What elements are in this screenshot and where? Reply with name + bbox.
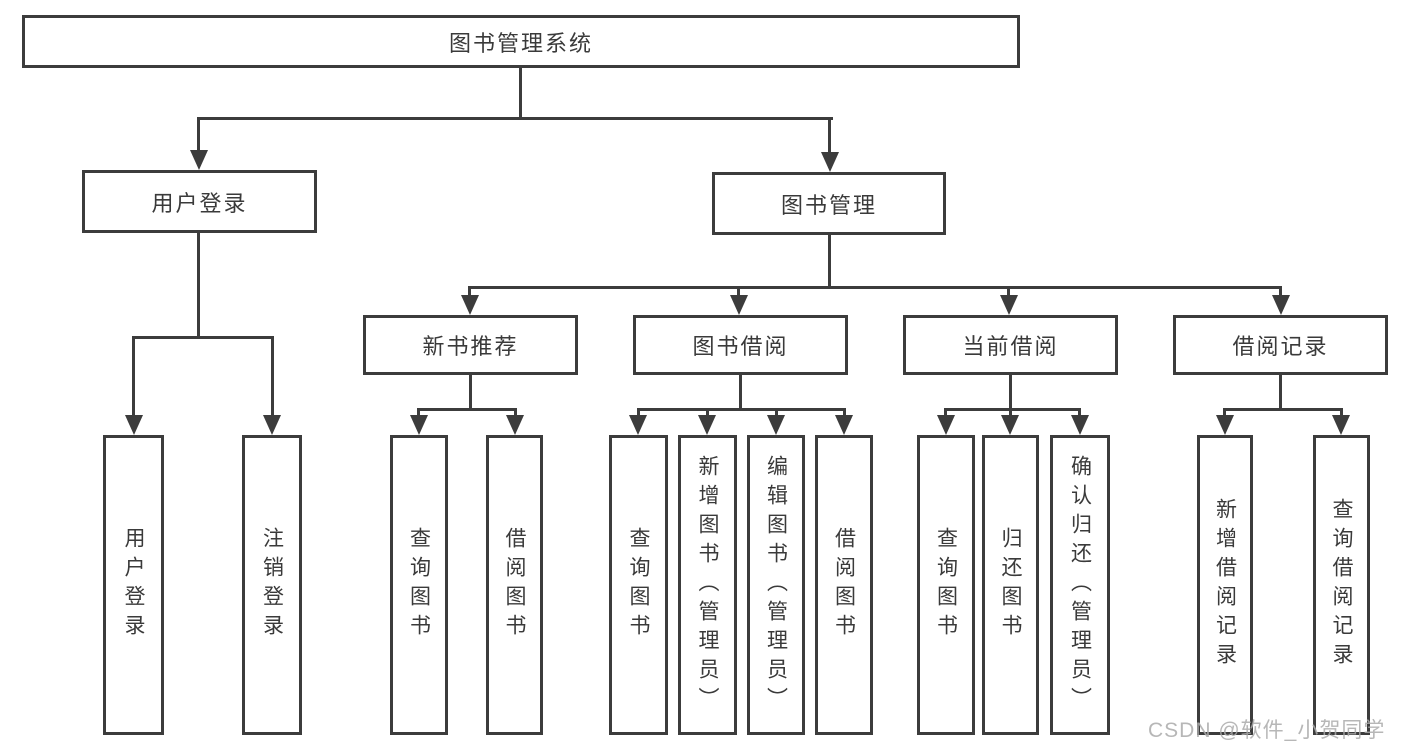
leaf-user-login: 用户登录 [103, 435, 164, 735]
arrow-down-icon [410, 415, 428, 435]
arrow-down-icon [698, 415, 716, 435]
node-root: 图书管理系统 [22, 15, 1020, 68]
node-new-books: 新书推荐 [363, 315, 578, 375]
leaf-borrow-edit: 编辑图书（管理员） [747, 435, 805, 735]
arrow-down-icon [506, 415, 524, 435]
leaf-newbooks-query-label: 查询图书 [407, 527, 431, 643]
arrow-down-icon [1071, 415, 1089, 435]
arrow-down-icon [190, 150, 208, 170]
node-book-mgmt: 图书管理 [712, 172, 946, 235]
arrow-down-icon [821, 152, 839, 172]
leaf-current-return: 归还图书 [982, 435, 1039, 735]
leaf-logout-label: 注销登录 [260, 527, 284, 643]
arrow-down-icon [263, 415, 281, 435]
connector-line [637, 408, 846, 411]
connector-line [132, 336, 274, 339]
connector-line [775, 408, 778, 418]
connector-line [1223, 408, 1343, 411]
connector-line [706, 408, 709, 418]
leaf-records-query: 查询借阅记录 [1313, 435, 1370, 735]
connector-line [739, 375, 742, 411]
connector-line [737, 286, 740, 298]
node-root-label: 图书管理系统 [448, 30, 593, 56]
leaf-current-return-label: 归还图书 [999, 527, 1022, 643]
connector-line [1279, 375, 1282, 411]
connector-line [1078, 408, 1081, 418]
arrow-down-icon [730, 295, 748, 315]
node-user-login-label: 用户登录 [151, 190, 248, 216]
leaf-borrow-query-label: 查询图书 [627, 527, 650, 643]
leaf-current-query-label: 查询图书 [934, 527, 958, 643]
leaf-borrow-add: 新增图书（管理员） [678, 435, 737, 735]
leaf-borrow-add-label: 新增图书（管理员） [696, 454, 719, 716]
connector-line [944, 408, 1081, 411]
node-current-borrow: 当前借阅 [903, 315, 1118, 375]
connector-line [417, 408, 420, 418]
node-book-borrow-label: 图书借阅 [692, 334, 789, 359]
connector-line [468, 286, 471, 298]
leaf-current-confirm: 确认归还（管理员） [1050, 435, 1110, 735]
connector-line [1279, 286, 1282, 298]
leaf-logout: 注销登录 [242, 435, 302, 735]
leaf-borrow-query: 查询图书 [609, 435, 668, 735]
leaf-newbooks-borrow-label: 借阅图书 [503, 527, 526, 643]
connector-line [132, 336, 135, 418]
connector-line [828, 235, 831, 289]
leaf-current-confirm-label: 确认归还（管理员） [1068, 454, 1092, 716]
leaf-borrow-edit-label: 编辑图书（管理员） [764, 454, 788, 716]
connector-line [1009, 375, 1012, 411]
arrow-down-icon [629, 415, 647, 435]
arrow-down-icon [461, 295, 479, 315]
leaf-borrow-borrow: 借阅图书 [815, 435, 873, 735]
node-borrow-records: 借阅记录 [1173, 315, 1388, 375]
arrow-down-icon [1000, 295, 1018, 315]
connector-line [468, 286, 1282, 289]
connector-line [469, 375, 472, 411]
leaf-records-add-label: 新增借阅记录 [1213, 498, 1237, 672]
connector-line [637, 408, 640, 418]
connector-line [843, 408, 846, 418]
leaf-current-query: 查询图书 [917, 435, 975, 735]
node-borrow-records-label: 借阅记录 [1232, 334, 1329, 359]
arrow-down-icon [1216, 415, 1234, 435]
arrow-down-icon [835, 415, 853, 435]
connector-line [417, 408, 517, 411]
arrow-down-icon [1001, 415, 1019, 435]
connector-line [944, 408, 947, 418]
connector-line [1007, 286, 1010, 298]
leaf-user-login-label: 用户登录 [122, 527, 145, 643]
connector-line [197, 117, 833, 120]
node-book-mgmt-label: 图书管理 [780, 192, 877, 218]
arrow-down-icon [937, 415, 955, 435]
connector-line [828, 117, 831, 155]
node-current-borrow-label: 当前借阅 [962, 334, 1059, 359]
leaf-records-add: 新增借阅记录 [1197, 435, 1253, 735]
connector-line [514, 408, 517, 418]
arrow-down-icon [767, 415, 785, 435]
leaf-records-query-label: 查询借阅记录 [1330, 498, 1353, 672]
leaf-borrow-borrow-label: 借阅图书 [832, 527, 856, 643]
node-new-books-label: 新书推荐 [422, 334, 519, 359]
connector-line [271, 336, 274, 418]
connector-line [519, 68, 522, 120]
arrow-down-icon [1272, 295, 1290, 315]
arrow-down-icon [125, 415, 143, 435]
node-book-borrow: 图书借阅 [633, 315, 848, 375]
connector-line [197, 233, 200, 339]
leaf-newbooks-query: 查询图书 [390, 435, 448, 735]
connector-line [1009, 408, 1012, 418]
connector-line [1223, 408, 1226, 418]
leaf-newbooks-borrow: 借阅图书 [486, 435, 543, 735]
node-user-login: 用户登录 [82, 170, 317, 233]
arrow-down-icon [1332, 415, 1350, 435]
connector-line [1340, 408, 1343, 418]
connector-line [197, 117, 200, 154]
csdn-watermark: CSDN @软件_小贺同学 [1148, 719, 1386, 742]
